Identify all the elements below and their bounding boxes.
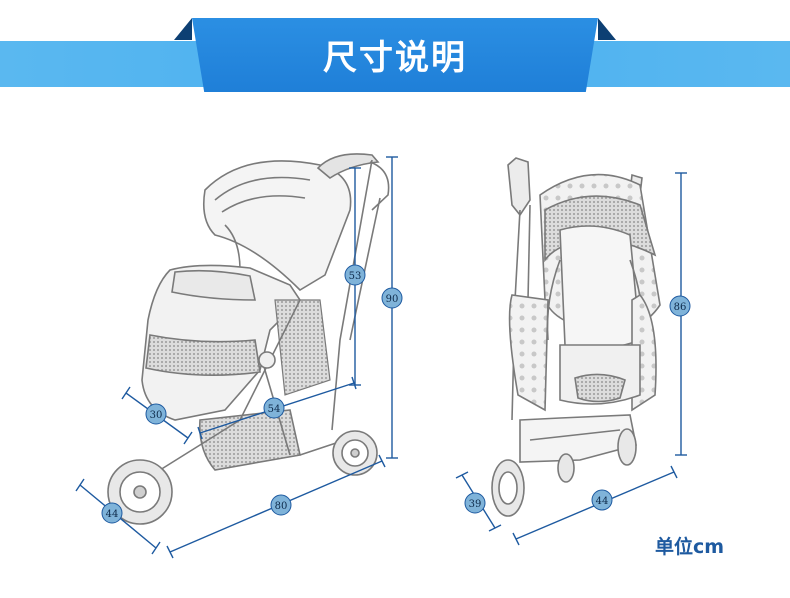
label-front-width: 44 xyxy=(596,496,609,507)
badge-front-wheel-height: 39 xyxy=(464,492,486,514)
label-side-wheel-height: 44 xyxy=(106,509,119,520)
label-front-wheel-height: 39 xyxy=(469,499,482,510)
label-side-depth: 30 xyxy=(150,410,163,421)
badge-side-wheel-height: 44 xyxy=(101,502,123,524)
front-view-stroller xyxy=(491,157,661,517)
badge-front-total-height: 86 xyxy=(669,295,691,317)
unit-label: 单位cm xyxy=(655,536,725,558)
header-banner xyxy=(192,18,598,92)
front-view-badges: 86 39 44 xyxy=(464,295,691,514)
header-fold-left xyxy=(174,18,192,40)
side-view-stroller xyxy=(107,153,390,525)
header-fold-right xyxy=(598,18,616,40)
badge-side-total-height: 90 xyxy=(381,287,403,309)
badge-side-length: 80 xyxy=(270,494,292,516)
badge-side-handle-height: 53 xyxy=(344,264,366,286)
label-front-total-height: 86 xyxy=(674,302,687,313)
page-title: 尺寸说明 xyxy=(323,38,467,78)
badge-front-width: 44 xyxy=(591,489,613,511)
side-view-badges: 53 90 30 54 44 80 xyxy=(101,264,403,524)
badge-side-depth: 30 xyxy=(145,403,167,425)
label-side-handle-height: 53 xyxy=(349,271,362,282)
badge-side-seat-width: 54 xyxy=(263,397,285,419)
label-side-length: 80 xyxy=(275,501,288,512)
label-side-seat-width: 54 xyxy=(268,404,281,415)
label-side-total-height: 90 xyxy=(386,294,399,305)
